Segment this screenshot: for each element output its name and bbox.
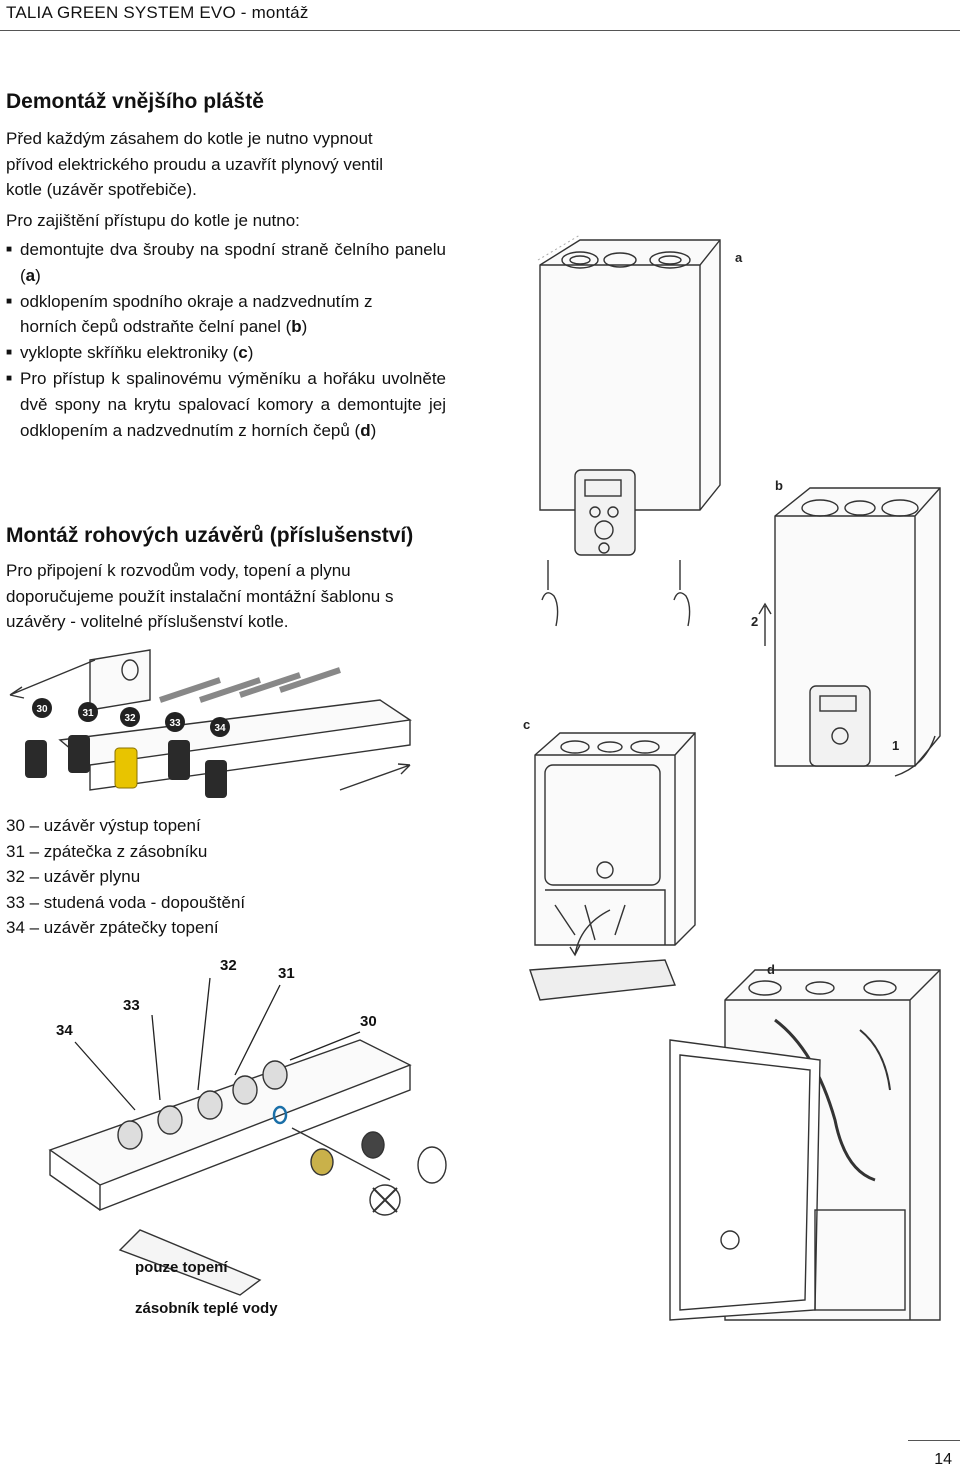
figure-label-b: b bbox=[775, 478, 783, 493]
callout-32: 32 bbox=[220, 957, 237, 974]
step-label-2: 2 bbox=[751, 614, 758, 629]
gas-valve-handle bbox=[114, 747, 138, 789]
bullet-square-icon: ■ bbox=[6, 372, 13, 384]
step-label-1: 1 bbox=[892, 738, 899, 753]
section-heading-montaz: Montáž rohových uzávěrů (příslušenství) bbox=[6, 524, 414, 547]
install-line: doporučujeme použít instalační montážní … bbox=[6, 586, 394, 606]
callout-34: 34 bbox=[56, 1022, 73, 1039]
list-item: ■ odklopením spodního okraje a nadzvednu… bbox=[6, 289, 446, 341]
section-heading-demontaz: Demontáž vnějšího pláště bbox=[6, 90, 264, 113]
bullet-ref: c bbox=[238, 343, 248, 363]
list-item: ■ demontujte dva šrouby na spodní straně… bbox=[6, 237, 446, 289]
page-number: 14 bbox=[934, 1451, 952, 1468]
boiler-figure-b: b 2 1 bbox=[751, 478, 941, 777]
footer-rule bbox=[908, 1440, 960, 1441]
valve-31-handle bbox=[68, 735, 90, 773]
intro-paragraph: Před každým zásahem do kotle je nutno vy… bbox=[6, 126, 383, 203]
bullet-ref: a bbox=[25, 265, 36, 285]
valve-badge-31: 31 bbox=[82, 708, 94, 719]
access-line: Pro zajištění přístupu do kotle je nutno… bbox=[6, 211, 300, 230]
figure-label-a: a bbox=[735, 250, 743, 265]
valve-34-handle bbox=[205, 760, 227, 798]
exploded-bracket-figure: 32 31 33 34 30 pouze topení zásobník tep… bbox=[48, 957, 447, 1317]
label-heating-only: pouze topení bbox=[135, 1259, 228, 1276]
figure-label-d: d bbox=[767, 962, 775, 977]
valve-33-handle bbox=[168, 740, 190, 780]
callout-30: 30 bbox=[360, 1013, 377, 1030]
valve-bracket-figure: 30 31 32 33 34 bbox=[9, 649, 412, 798]
header-title: TALIA GREEN SYSTEM EVO - montáž bbox=[6, 3, 309, 22]
legend-item: 31 – zpátečka z zásobníku bbox=[6, 841, 208, 861]
boiler-figure-c: c bbox=[523, 717, 696, 1001]
bullet-text: vyklopte skříňku elektroniky ( bbox=[20, 343, 239, 363]
legend-item: 33 – studená voda - dopouštění bbox=[6, 892, 246, 912]
boiler-figure-d: d bbox=[669, 962, 941, 1321]
bullet-ref: b bbox=[291, 317, 302, 337]
bullet-text: Pro přístup k spalinovému výměníku a hoř… bbox=[20, 368, 446, 440]
boiler-figure-a: a bbox=[537, 234, 743, 627]
callout-33: 33 bbox=[123, 997, 140, 1014]
intro-line: Před každým zásahem do kotle je nutno vy… bbox=[6, 129, 373, 148]
label-dhw-tank: zásobník teplé vody bbox=[135, 1300, 278, 1317]
bullet-square-icon: ■ bbox=[6, 244, 13, 255]
install-line: uzávěry - volitelné příslušenství kotle. bbox=[6, 612, 289, 631]
bullet-list: ■ demontujte dva šrouby na spodní straně… bbox=[6, 237, 446, 443]
legend-item: 34 – uzávěr zpátečky topení bbox=[6, 918, 219, 937]
valve-badge-32: 32 bbox=[124, 713, 136, 724]
intro-line: přívod elektrického proudu a uzavřít ply… bbox=[6, 154, 384, 174]
bullet-ref: d bbox=[360, 420, 371, 440]
valve-badge-33: 33 bbox=[169, 718, 181, 729]
header-rule bbox=[0, 30, 960, 31]
install-line: Pro připojení k rozvodům vody, topení a … bbox=[6, 561, 351, 580]
valve-30-handle bbox=[25, 740, 47, 778]
legend-item: 30 – uzávěr výstup topení bbox=[6, 816, 201, 835]
callout-31: 31 bbox=[278, 965, 295, 982]
list-item: ■ Pro přístup k spalinovému výměníku a h… bbox=[6, 366, 446, 443]
list-item: ■ vyklopte skříňku elektroniky (c) bbox=[6, 340, 446, 366]
bullet-text: demontujte dva šrouby na spodní straně č… bbox=[20, 240, 446, 285]
valve-badge-30: 30 bbox=[36, 704, 48, 715]
bullet-text: odklopením spodního okraje a nadzvednutí… bbox=[20, 291, 373, 337]
figure-label-c: c bbox=[523, 717, 530, 732]
valve-badge-34: 34 bbox=[214, 723, 226, 734]
bullet-square-icon: ■ bbox=[6, 295, 13, 307]
legend-item: 32 – uzávěr plynu bbox=[6, 867, 141, 886]
install-paragraph: Pro připojení k rozvodům vody, topení a … bbox=[6, 558, 393, 635]
bullet-square-icon: ■ bbox=[6, 347, 13, 359]
valve-legend: 30 – uzávěr výstup topení 31 – zpátečka … bbox=[6, 813, 245, 941]
intro-line: kotle (uzávěr spotřebiče). bbox=[6, 180, 197, 199]
